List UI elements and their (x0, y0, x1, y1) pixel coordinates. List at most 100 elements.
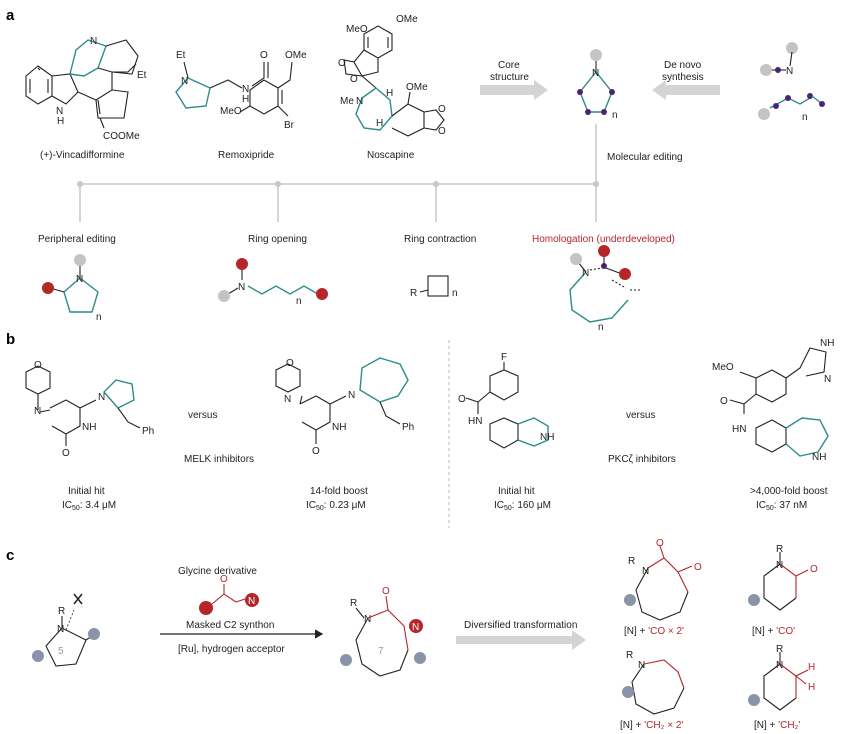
atom-label: N (98, 392, 105, 403)
core-ring (577, 49, 615, 115)
atom-label: H (242, 94, 249, 105)
atom-label: R (776, 544, 783, 555)
atom-label: R (350, 598, 357, 609)
atom-label: N (181, 76, 188, 87)
atom-label: H (808, 662, 815, 673)
atom-label: O (260, 50, 268, 61)
noscapine-structure (343, 25, 445, 137)
vincadifformine-structure (25, 39, 139, 129)
atom-label: N (76, 274, 83, 285)
atom-label: O (656, 538, 664, 549)
atom-label: HN (732, 424, 746, 435)
atom-label: R (628, 556, 635, 567)
atom-label: OMe (396, 14, 418, 25)
atom-label: OMe (406, 82, 428, 93)
compound-caption: >4,000-fold boost (750, 486, 828, 497)
diversified-label: Diversified transformation (464, 620, 577, 631)
atom-label: O (438, 126, 446, 137)
compound-name: Noscapine (367, 150, 415, 161)
atom-label: N (638, 660, 645, 671)
azepanone-product (340, 595, 426, 677)
atom-label: N (776, 560, 783, 571)
atom-label: H (376, 118, 383, 129)
atom-label: Br (284, 120, 295, 131)
panel-label-c: c (6, 547, 14, 564)
ic50-value: IC50: 37 nM (756, 500, 807, 512)
atom-label: N (412, 622, 419, 633)
ic50-value: IC50: 0.23 μM (306, 500, 366, 512)
atom-label: N (56, 106, 63, 117)
atom-label: Ph (402, 422, 414, 433)
atom-label: O (350, 74, 358, 85)
atom-label: n (96, 312, 102, 323)
atom-label: H (57, 116, 64, 127)
melk-boosted-structure (275, 357, 409, 444)
atom-label: Et (176, 50, 186, 61)
compound-name: (+)-Vincadifformine (40, 150, 125, 161)
atom-label: MeO (346, 24, 368, 35)
atom-label: R (626, 650, 633, 661)
compound-caption: 14-fold boost (310, 486, 368, 497)
de-novo-fragments (758, 42, 825, 120)
conditions-label: [Ru], hydrogen acceptor (178, 644, 285, 655)
atom-label: N (364, 614, 371, 625)
glycine-label: Glycine derivative (178, 566, 257, 577)
atom-label: NH (820, 338, 834, 349)
compound-caption: Initial hit (498, 486, 535, 497)
remoxipride-structure (175, 61, 293, 117)
atom-label: N (57, 624, 64, 635)
atom-label: N (582, 268, 589, 279)
product-azepane (622, 659, 685, 715)
atom-label: COOMe (103, 131, 140, 142)
atom-label: N (356, 96, 363, 107)
atom-label: n (802, 112, 808, 123)
atom-label: H (386, 88, 393, 99)
product-dione (624, 545, 693, 621)
atom-label: NH (540, 432, 554, 443)
atom-label: n (612, 110, 618, 121)
atom-label: R (776, 644, 783, 655)
product-lactam (748, 552, 809, 611)
atom-label: N (34, 406, 41, 417)
ring-opening-structure (218, 258, 328, 302)
de-novo-label: synthesis (662, 72, 704, 83)
pkc-label: PKCζ inhibitors (608, 454, 676, 465)
atom-label: R (58, 606, 65, 617)
atom-label: O (694, 562, 702, 573)
de-novo-label: De novo (664, 60, 702, 71)
diversified-arrow (456, 630, 586, 650)
atom-label: O (286, 358, 294, 369)
masked-synthon-label: Masked C2 synthon (186, 620, 274, 631)
molecular-editing-label: Molecular editing (607, 152, 683, 163)
atom-label: O (62, 448, 70, 459)
atom-label: N (238, 282, 245, 293)
atom-label: N (242, 84, 249, 95)
pkcz-initial-hit-structure (465, 362, 549, 449)
atom-label: NH (82, 422, 96, 433)
atom-label: N (642, 566, 649, 577)
atom-label: MeO (220, 106, 242, 117)
atom-label: N (592, 68, 599, 79)
atom-label: O (220, 574, 228, 585)
glycine-synthon (199, 584, 259, 615)
product-piperidine (748, 652, 809, 711)
atom-label: O (720, 396, 728, 407)
atom-label: O (438, 104, 446, 115)
core-structure-label: Core (498, 60, 520, 71)
ic50-value: IC50: 160 μM (494, 500, 551, 512)
branch-label: Peripheral editing (38, 234, 116, 245)
ring-size: 5 (58, 646, 64, 657)
product-label: [N] + 'CH₂' (754, 720, 800, 731)
starting-pyrrolidine (32, 593, 100, 667)
core-structure-arrow (480, 80, 548, 100)
homologation-structure (569, 245, 642, 323)
compound-name: Remoxipride (218, 150, 275, 161)
atom-label: N (824, 374, 831, 385)
panel-label-a: a (6, 7, 15, 24)
panel-label-b: b (6, 331, 15, 348)
pkcz-boosted-structure (729, 347, 829, 457)
atom-label: N (248, 596, 255, 607)
product-label: [N] + 'CO × 2' (624, 626, 684, 637)
